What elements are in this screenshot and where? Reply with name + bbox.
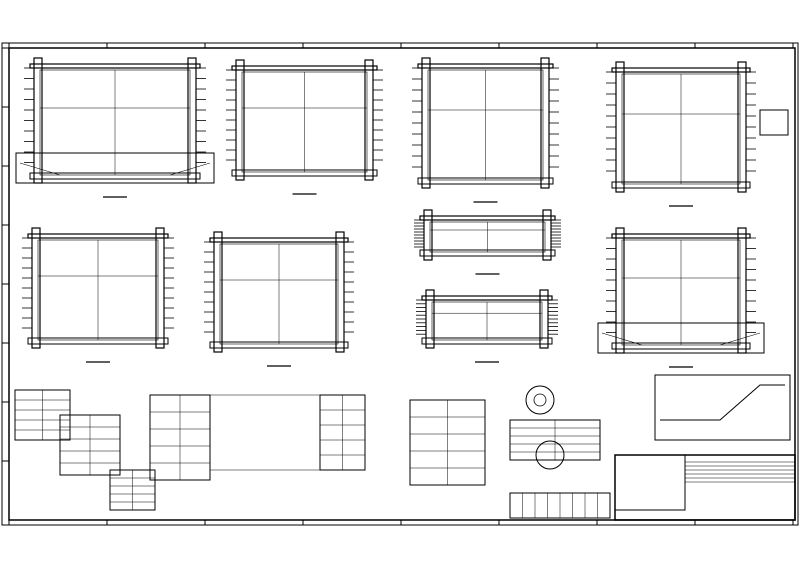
bottom-beam bbox=[209, 341, 349, 349]
frame-view bbox=[414, 209, 561, 275]
frame-view bbox=[416, 289, 558, 363]
top-beam bbox=[419, 215, 556, 221]
section-profile bbox=[660, 384, 785, 421]
frame-view bbox=[412, 57, 559, 203]
frame-view bbox=[15, 57, 215, 198]
brace-line bbox=[601, 332, 643, 346]
section-view bbox=[654, 374, 791, 441]
bottom-beam bbox=[417, 177, 554, 185]
bottom-beam bbox=[611, 181, 751, 189]
brace-line bbox=[19, 162, 61, 176]
top-beam bbox=[231, 65, 378, 71]
top-beam bbox=[417, 63, 554, 69]
drawing-views bbox=[14, 57, 791, 511]
base-frame bbox=[597, 322, 765, 354]
frame-view bbox=[204, 231, 354, 367]
top-beam bbox=[611, 233, 751, 239]
detail-view bbox=[319, 394, 366, 471]
brace-line bbox=[719, 332, 761, 346]
base-frame bbox=[15, 152, 215, 184]
frame-view bbox=[606, 61, 756, 207]
bottom-beam bbox=[421, 337, 553, 345]
frame-view bbox=[226, 59, 383, 195]
revision-block bbox=[614, 454, 686, 511]
top-beam bbox=[29, 63, 201, 69]
detail-view bbox=[149, 394, 211, 481]
detail-view bbox=[59, 414, 121, 476]
top-beam bbox=[611, 67, 751, 73]
detail-view bbox=[409, 399, 486, 486]
bottom-beam bbox=[419, 249, 556, 257]
top-beam bbox=[209, 237, 349, 243]
top-beam bbox=[27, 233, 169, 239]
flange-bore bbox=[533, 393, 547, 407]
drawing-border bbox=[1, 42, 799, 526]
detail-view bbox=[509, 419, 601, 461]
flange-detail bbox=[525, 385, 555, 415]
detail-outline bbox=[759, 109, 789, 136]
detail-view bbox=[109, 469, 156, 511]
top-beam bbox=[421, 295, 553, 301]
frame-view bbox=[22, 227, 174, 363]
bottom-beam bbox=[231, 169, 378, 177]
bottom-beam bbox=[27, 337, 169, 345]
brace-line bbox=[169, 162, 211, 176]
bottom-beam bbox=[611, 342, 751, 350]
flange-detail bbox=[535, 440, 565, 470]
frame-view bbox=[597, 227, 765, 368]
bottom-beam bbox=[29, 172, 201, 180]
title-block bbox=[509, 454, 796, 521]
